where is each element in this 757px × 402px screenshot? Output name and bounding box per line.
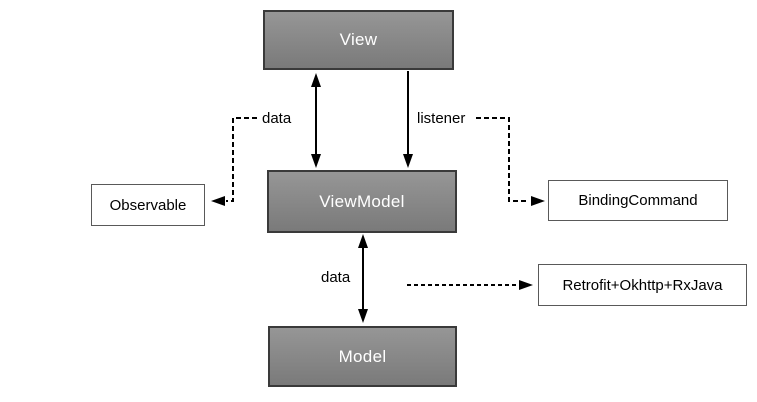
node-observable: Observable [91, 184, 205, 226]
node-viewmodel: ViewModel [267, 170, 457, 233]
arrowhead-right-network [519, 280, 533, 290]
arrowhead-down-data [311, 154, 321, 168]
dashed-connector-bindingcommand [476, 117, 529, 202]
arrowhead-up-model-edge [358, 234, 368, 248]
arrowhead-right-bindingcommand [531, 196, 545, 206]
node-bindingcommand: BindingCommand [548, 180, 728, 221]
arrowhead-up-data [311, 73, 321, 87]
edge-label-data-top: data [262, 110, 292, 127]
node-view-label: View [339, 30, 378, 49]
arrowhead-down-model-edge [358, 309, 368, 323]
node-observable-label: Observable [109, 196, 187, 214]
node-model: Model [268, 326, 457, 387]
edge-label-listener: listener [417, 110, 466, 127]
node-view: View [263, 10, 454, 70]
node-network: Retrofit+Okhttp+RxJava [538, 264, 747, 306]
arrowhead-left-observable [211, 196, 225, 206]
node-viewmodel-label: ViewModel [319, 191, 405, 211]
node-bindingcommand-label: BindingCommand [578, 192, 698, 209]
node-network-label: Retrofit+Okhttp+RxJava [562, 276, 723, 294]
node-model-label: Model [338, 346, 387, 366]
arrowhead-down-listener [403, 154, 413, 168]
dashed-connector-observable [226, 117, 257, 202]
edge-label-data-bottom: data [321, 269, 351, 286]
